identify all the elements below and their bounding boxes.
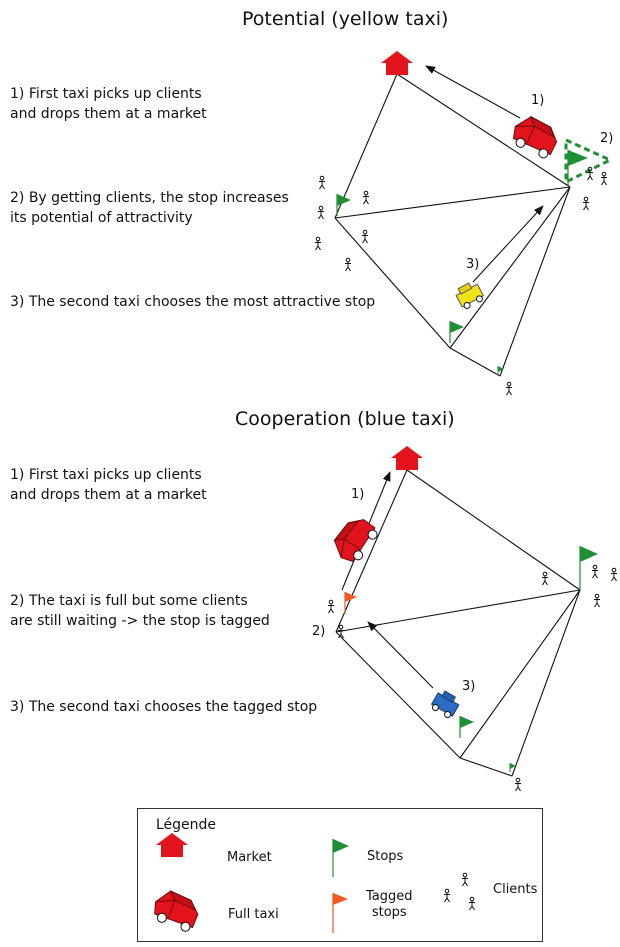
panel1-marker-1: 1) xyxy=(531,93,544,108)
panel1-step2-line2: its potential of attractivity xyxy=(10,210,193,226)
panel1-step1-line1: 1) First taxi picks up clients xyxy=(10,86,202,102)
panel2-arrow-to-tagged-stop xyxy=(367,621,434,689)
panel1-title: Potential (yellow taxi) xyxy=(242,8,449,30)
legend-full-taxi-icon xyxy=(149,887,203,934)
panel2-step3: 3) The second taxi chooses the tagged st… xyxy=(10,699,318,715)
panel2-step1-line2: and drops them at a market xyxy=(10,487,207,503)
panel1-step3: 3) The second taxi chooses the most attr… xyxy=(10,294,376,310)
panel1-road-network xyxy=(334,73,571,377)
legend-box: Légende Market Full taxi Stops Tagged st… xyxy=(137,808,543,942)
panel1-step2-line1: 2) By getting clients, the stop increase… xyxy=(10,190,289,206)
panel2-marker-1: 1) xyxy=(351,487,364,502)
legend-title: Légende xyxy=(156,817,217,833)
legend-clients-icon xyxy=(443,872,476,911)
panel2-marker-3: 3) xyxy=(462,679,475,694)
legend-tagged-line2: stops xyxy=(371,905,407,920)
panel2-tagged-stop-flag xyxy=(344,591,358,615)
panel2-step2-line2: are still waiting -> the stop is tagged xyxy=(10,613,270,629)
panel1-marker-3: 3) xyxy=(466,257,479,272)
legend-stop-flag-icon xyxy=(332,839,349,877)
legend-market-label: Market xyxy=(227,850,272,865)
panel1-step1-line2: and drops them at a market xyxy=(10,106,207,122)
legend-clients-label: Clients xyxy=(493,882,538,897)
panel1-stop-flag-left xyxy=(336,193,352,217)
legend-full-taxi-label: Full taxi xyxy=(228,907,279,922)
panel1-potential-stop-icon xyxy=(564,137,614,185)
legend-tagged-flag-icon xyxy=(332,893,348,933)
legend-symbols xyxy=(149,833,476,934)
panel1-arrow-to-market xyxy=(425,65,521,119)
panel1-yellow-taxi-icon xyxy=(455,282,485,309)
panel1-arrow-to-stop xyxy=(472,205,544,283)
panel2-market-icon xyxy=(391,446,423,470)
panel2-stop-flag-right xyxy=(579,546,598,590)
legend-tagged-stops-label: Tagged stops xyxy=(366,889,413,921)
legend-tagged-line1: Tagged xyxy=(366,889,413,904)
panel2-diagram: 1) 2) 3) xyxy=(312,446,618,792)
panel2-step2-line1: 2) The taxi is full but some clients xyxy=(10,593,248,609)
legend-market-icon xyxy=(156,833,188,857)
panel1-marker-2: 2) xyxy=(600,131,613,146)
panel2-marker-2: 2) xyxy=(312,624,325,639)
panel2-title: Cooperation (blue taxi) xyxy=(235,408,455,430)
panel2-stop-flag-bottom xyxy=(459,715,475,739)
panel2-step1-line1: 1) First taxi picks up clients xyxy=(10,467,202,483)
legend-stops-label: Stops xyxy=(367,849,404,864)
panel1-diagram: 1) 2) 3) xyxy=(314,51,614,396)
panel2-road-network xyxy=(335,469,581,777)
panel1-full-taxi-icon xyxy=(508,112,562,161)
panel2-blue-taxi-icon xyxy=(430,690,460,719)
panel1-market-icon xyxy=(381,51,413,75)
